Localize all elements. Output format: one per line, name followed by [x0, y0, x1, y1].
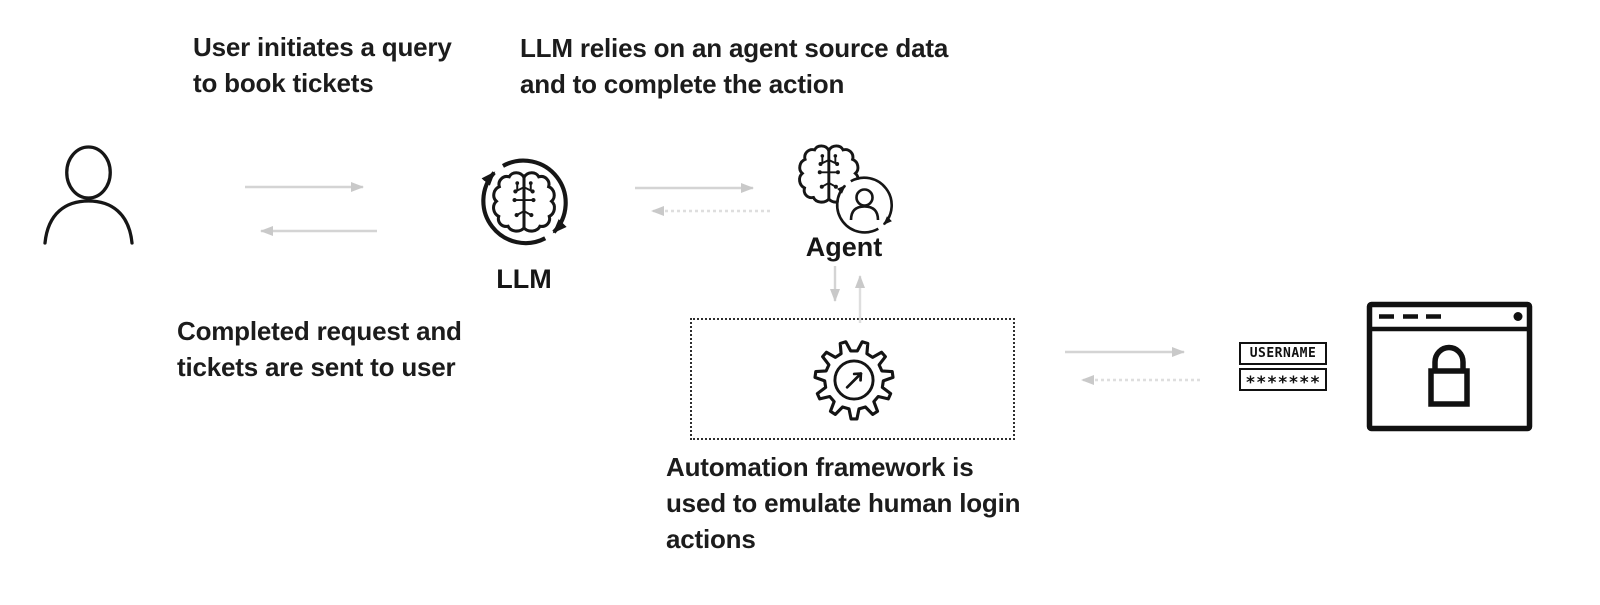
login-fields: USERNAME *******	[1239, 342, 1327, 393]
annotation-automation-framework: Automation framework is used to emulate …	[666, 452, 1021, 554]
person-icon	[43, 145, 134, 245]
llm-brain-sync-icon	[481, 158, 568, 246]
automation-framework-box	[690, 318, 1015, 440]
agent-label: Agent	[805, 232, 883, 262]
password-field: *******	[1239, 368, 1327, 393]
window-dot-icon	[1513, 312, 1523, 321]
llm-label: LLM	[496, 264, 552, 294]
username-field: USERNAME	[1239, 342, 1327, 365]
lock-icon	[1428, 344, 1470, 407]
annotation-completed-request: Completed request and tickets are sent t…	[177, 316, 462, 382]
north-east-arrow-icon	[845, 372, 863, 389]
gear-arrow-icon	[813, 340, 895, 421]
agent-icon	[798, 144, 893, 234]
annotation-llm-agent: LLM relies on an agent source data and t…	[520, 33, 949, 99]
annotation-user-query: User initiates a query to book tickets	[193, 32, 452, 98]
browser-lock-icon	[1366, 301, 1533, 432]
